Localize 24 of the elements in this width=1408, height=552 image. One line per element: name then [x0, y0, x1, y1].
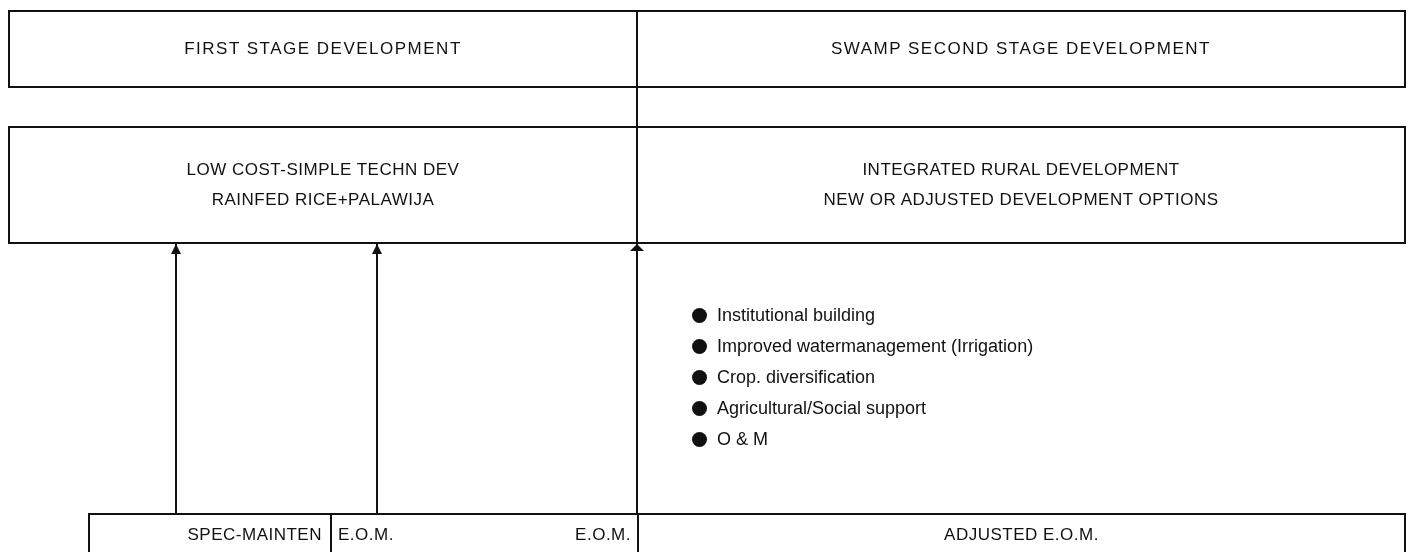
box-label: LOW COST-SIMPLE TECHN DEV: [186, 159, 460, 181]
text-box: [8, 10, 638, 88]
text-box: [637, 513, 1406, 552]
box-label: RAINFED RICE+PALAWIJA: [211, 189, 435, 211]
box-label: NEW OR ADJUSTED DEVELOPMENT OPTIONS: [823, 189, 1219, 211]
box-label: FIRST STAGE DEVELOPMENT: [184, 38, 462, 60]
box-label: E.O.M.: [338, 524, 394, 546]
box-label: ADJUSTED E.O.M.: [944, 524, 1099, 546]
text-box: [88, 513, 332, 552]
bullet-text: O & M: [717, 429, 768, 450]
bullet-text: Agricultural/Social support: [717, 398, 927, 419]
box-label: SPEC-MAINTEN: [187, 524, 322, 546]
box-label: E.O.M.: [575, 524, 631, 546]
arrow: [372, 243, 382, 514]
bullet-text: Crop. diversification: [717, 367, 876, 388]
bullet-text: Institutional building: [717, 305, 876, 326]
text-box: [8, 126, 638, 244]
arrow: [171, 243, 181, 514]
text-box: [636, 10, 1406, 88]
arrow: [630, 243, 644, 514]
box-label: INTEGRATED RURAL DEVELOPMENT: [862, 159, 1180, 181]
text-box: [636, 126, 1406, 244]
bullet-text: Improved watermanagement (Irrigation): [717, 336, 1034, 357]
box-label: SWAMP SECOND STAGE DEVELOPMENT: [831, 38, 1211, 60]
